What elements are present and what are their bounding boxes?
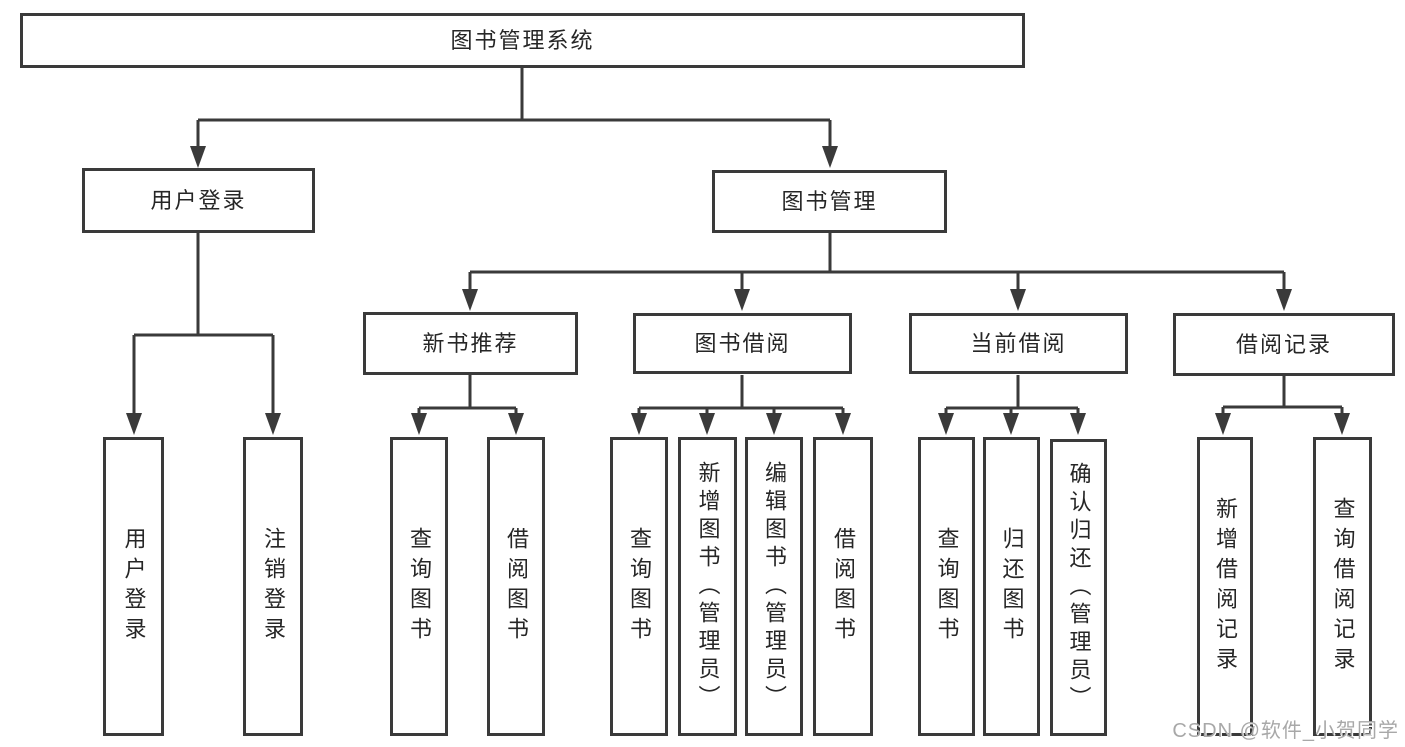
- leaf-borrow-books-1: 借阅图书: [487, 437, 545, 736]
- leaf-query-books-2-label: 查询图书: [627, 526, 652, 647]
- arrowhead-icon: [631, 413, 647, 435]
- node-book-mgmt-label: 图书管理: [781, 188, 878, 214]
- leaf-query-books-1-label: 查询图书: [407, 526, 432, 647]
- connectors-borrow-records: [1215, 375, 1350, 435]
- leaf-borrow-books-2: 借阅图书: [813, 437, 873, 736]
- leaf-borrow-books-2-label: 借阅图书: [831, 526, 856, 647]
- leaf-logout-label: 注销登录: [261, 526, 286, 647]
- arrowhead-icon: [822, 146, 838, 168]
- leaf-query-books-3-label: 查询图书: [934, 526, 960, 647]
- leaf-query-books-2: 查询图书: [610, 437, 668, 736]
- node-root-label: 图书管理系统: [450, 27, 595, 53]
- arrowhead-icon: [265, 413, 281, 435]
- node-book-mgmt: 图书管理: [712, 170, 947, 233]
- node-current-borrow: 当前借阅: [909, 313, 1128, 374]
- arrowhead-icon: [1003, 413, 1019, 435]
- arrowhead-icon: [766, 413, 782, 435]
- leaf-add-record: 新增借阅记录: [1197, 437, 1253, 736]
- leaf-add-book: 新增图书（管理员）: [678, 437, 737, 736]
- leaf-return-book: 归还图书: [983, 437, 1040, 736]
- arrowhead-icon: [938, 413, 954, 435]
- arrowhead-icon: [1334, 413, 1350, 435]
- leaf-user-login-label: 用户登录: [121, 526, 147, 647]
- node-borrow-records-label: 借阅记录: [1235, 331, 1332, 357]
- connectors-root: [190, 68, 838, 168]
- arrowhead-icon: [411, 413, 427, 435]
- arrowhead-icon: [190, 146, 206, 168]
- connectors-book-borrow: [631, 375, 851, 435]
- arrowhead-icon: [835, 413, 851, 435]
- node-new-books-label: 新书推荐: [422, 330, 519, 356]
- leaf-return-book-label: 归还图书: [999, 526, 1025, 647]
- leaf-query-books-3: 查询图书: [918, 437, 975, 736]
- connectors-new-books: [411, 375, 524, 435]
- leaf-query-record-label: 查询借阅记录: [1330, 496, 1356, 677]
- leaf-query-books-1: 查询图书: [390, 437, 448, 736]
- node-current-borrow-label: 当前借阅: [970, 330, 1067, 356]
- arrowhead-icon: [699, 413, 715, 435]
- arrowhead-icon: [462, 289, 478, 311]
- node-book-borrow: 图书借阅: [633, 313, 852, 374]
- csdn-watermark: CSDN @软件_小贺同学: [1172, 720, 1399, 742]
- leaf-confirm-return-label: 确认归还（管理员）: [1066, 461, 1092, 714]
- leaf-add-book-label: 新增图书（管理员）: [695, 460, 721, 713]
- connectors-book-mgmt: [462, 233, 1292, 311]
- leaf-edit-book: 编辑图书（管理员）: [745, 437, 803, 736]
- arrowhead-icon: [1010, 289, 1026, 311]
- node-root: 图书管理系统: [20, 13, 1025, 68]
- arrowhead-icon: [1070, 413, 1086, 435]
- connectors-user-login: [126, 233, 281, 435]
- node-new-books: 新书推荐: [363, 312, 578, 375]
- arrowhead-icon: [126, 413, 142, 435]
- leaf-query-record: 查询借阅记录: [1313, 437, 1372, 736]
- arrowhead-icon: [1276, 289, 1292, 311]
- leaf-edit-book-label: 编辑图书（管理员）: [762, 460, 787, 713]
- node-user-login: 用户登录: [82, 168, 315, 233]
- leaf-borrow-books-1-label: 借阅图书: [504, 526, 529, 647]
- arrowhead-icon: [508, 413, 524, 435]
- arrowhead-icon: [1215, 413, 1231, 435]
- connectors-current-borrow: [938, 375, 1086, 435]
- node-user-login-label: 用户登录: [150, 187, 247, 213]
- leaf-add-record-label: 新增借阅记录: [1213, 496, 1238, 677]
- leaf-user-login: 用户登录: [103, 437, 164, 736]
- leaf-confirm-return: 确认归还（管理员）: [1050, 439, 1107, 736]
- node-book-borrow-label: 图书借阅: [694, 330, 791, 356]
- node-borrow-records: 借阅记录: [1173, 313, 1395, 376]
- arrowhead-icon: [734, 289, 750, 311]
- leaf-logout: 注销登录: [243, 437, 303, 736]
